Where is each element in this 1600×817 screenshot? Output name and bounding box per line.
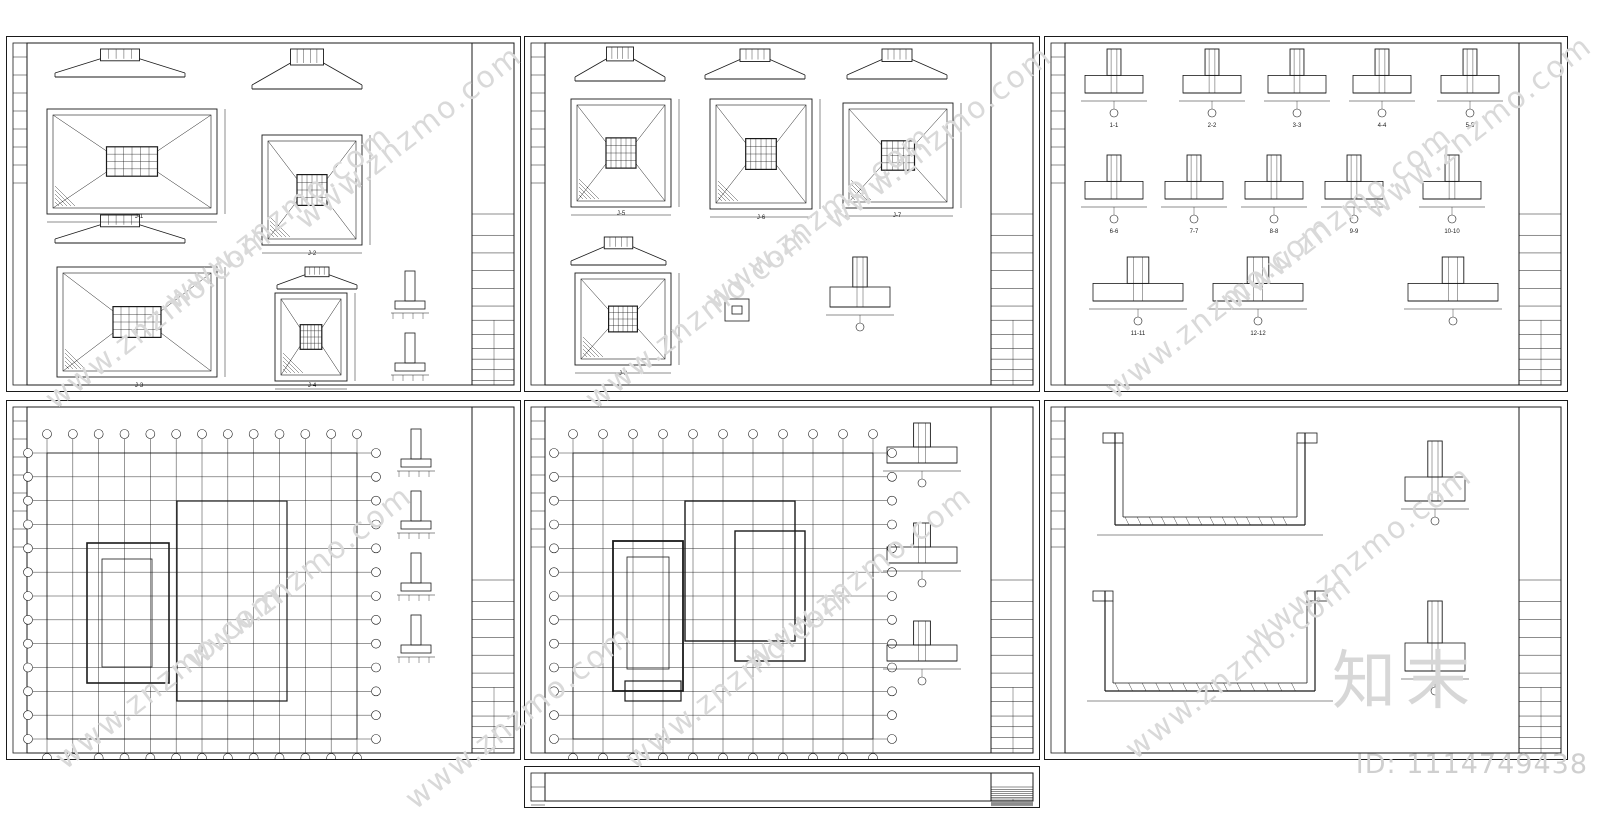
sheet-foundation-plan-1 [6, 400, 521, 760]
label-section-1: 1-1 [1110, 123, 1119, 129]
label-section-6: 6-6 [1110, 229, 1119, 235]
logo-watermark: 知末 [1332, 645, 1480, 719]
label-j2: J-2 [308, 251, 317, 257]
label-j1: J-1 [135, 214, 144, 220]
image-id-label: ID: 1114749438 [1355, 749, 1588, 780]
label-section-9: 9-9 [1350, 229, 1359, 235]
label-j5: J-5 [617, 211, 626, 217]
label-j6: J-6 [757, 215, 766, 221]
label-j4: J-4 [308, 383, 317, 389]
sheet-foundation-sections: 1-1 2-2 3-3 4-4 5-5 6-6 7-7 8-8 9-9 10-10 11-11 12-… [1044, 36, 1568, 392]
label-j3: J-3 [135, 383, 144, 389]
label-section-10: 10-10 [1444, 229, 1460, 235]
sheet-partial-bottom [524, 766, 1040, 808]
label-section-4: 4-4 [1378, 123, 1387, 129]
label-section-11: 11-11 [1131, 331, 1146, 337]
sheet-pool-sections [1044, 400, 1568, 760]
label-section-2: 2-2 [1208, 123, 1217, 129]
label-section-5: 5-5 [1466, 123, 1475, 129]
label-section-3: 3-3 [1293, 123, 1302, 129]
label-section-7: 7-7 [1190, 229, 1199, 235]
label-section-8: 8-8 [1270, 229, 1279, 235]
label-j8: J-8 [619, 371, 628, 377]
label-j7: J-7 [893, 213, 902, 219]
sheet-foundation-plan-2 [524, 400, 1040, 760]
label-section-12: 12-12 [1250, 331, 1266, 337]
